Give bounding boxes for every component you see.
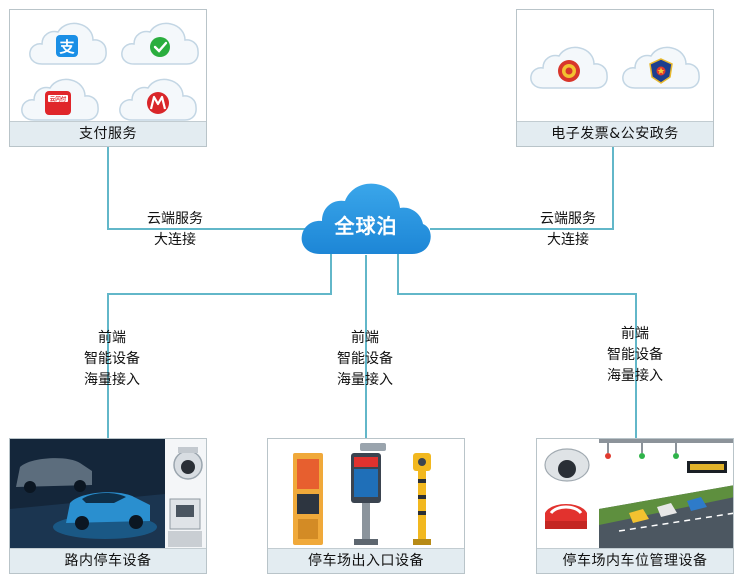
alipay-cloud: 支 xyxy=(28,22,108,66)
alipay-icon: 支 xyxy=(28,22,108,66)
front-label-right-line2: 智能设备 xyxy=(607,347,663,363)
tax-emblem-cloud xyxy=(529,46,609,90)
police-emblem-cloud xyxy=(621,46,701,90)
payment-services-caption: 支付服务 xyxy=(10,121,206,146)
payment-services-panel: 支 云闪付 xyxy=(9,9,207,147)
line-right-horizontal xyxy=(430,228,614,230)
front-label-left: 前端 智能设备 海量接入 xyxy=(72,328,152,391)
line-bottom-right-v2 xyxy=(635,293,637,439)
wechat-pay-icon xyxy=(120,22,200,66)
line-bottom-right-h xyxy=(397,293,637,295)
right-connector-line1: 云端服务 xyxy=(540,211,596,227)
einvoice-police-panel: 电子发票&公安政务 xyxy=(516,9,714,147)
entrance-exit-panel: 停车场出入口设备 xyxy=(267,438,465,574)
front-label-right-line3: 海量接入 xyxy=(607,368,663,384)
onstreet-parking-illustration xyxy=(10,439,206,551)
tax-emblem-icon xyxy=(529,46,609,90)
einvoice-police-caption: 电子发票&公安政务 xyxy=(517,121,713,146)
onstreet-parking-caption: 路内停车设备 xyxy=(10,548,206,573)
line-right-vertical xyxy=(612,147,614,229)
entrance-exit-caption: 停车场出入口设备 xyxy=(268,548,464,573)
left-connector-label: 云端服务 大连接 xyxy=(135,209,215,251)
space-management-illustration xyxy=(537,439,733,551)
line-bottom-left-v2 xyxy=(107,293,109,439)
front-label-left-line3: 海量接入 xyxy=(84,372,140,388)
police-emblem-icon xyxy=(621,46,701,90)
center-cloud-shape xyxy=(301,183,431,254)
center-cloud: 全球泊 xyxy=(300,180,432,258)
front-label-middle-line3: 海量接入 xyxy=(337,372,393,388)
line-left-horizontal xyxy=(107,228,307,230)
line-left-vertical xyxy=(107,147,109,229)
front-label-right: 前端 智能设备 海量接入 xyxy=(595,324,675,387)
unionpay-cloud-icon: 云闪付 xyxy=(20,78,100,122)
cmb-bank-icon xyxy=(118,78,198,122)
front-label-middle-line1: 前端 xyxy=(351,330,379,346)
unionpay-cloud-cloud: 云闪付 xyxy=(20,78,100,122)
front-label-middle-line2: 智能设备 xyxy=(337,351,393,367)
line-bottom-right-v1 xyxy=(397,252,399,295)
onstreet-parking-panel: 路内停车设备 xyxy=(9,438,207,574)
line-bottom-left-h xyxy=(107,293,332,295)
center-title: 全球泊 xyxy=(334,214,398,238)
space-management-caption: 停车场内车位管理设备 xyxy=(537,548,733,573)
right-connector-label: 云端服务 大连接 xyxy=(528,209,608,251)
svg-text:支: 支 xyxy=(58,38,75,56)
left-connector-line1: 云端服务 xyxy=(147,211,203,227)
front-label-middle: 前端 智能设备 海量接入 xyxy=(325,328,405,391)
space-management-panel: 停车场内车位管理设备 xyxy=(536,438,734,574)
wechat-pay-cloud xyxy=(120,22,200,66)
front-label-left-line2: 智能设备 xyxy=(84,351,140,367)
front-label-right-line1: 前端 xyxy=(621,326,649,342)
left-connector-line2: 大连接 xyxy=(154,232,196,248)
right-connector-line2: 大连接 xyxy=(547,232,589,248)
entrance-exit-illustration xyxy=(268,439,464,551)
front-label-left-line1: 前端 xyxy=(98,330,126,346)
line-bottom-left-v1 xyxy=(330,252,332,295)
line-bottom-middle-v xyxy=(365,255,367,439)
cmb-bank-cloud xyxy=(118,78,198,122)
svg-text:云闪付: 云闪付 xyxy=(50,95,67,103)
